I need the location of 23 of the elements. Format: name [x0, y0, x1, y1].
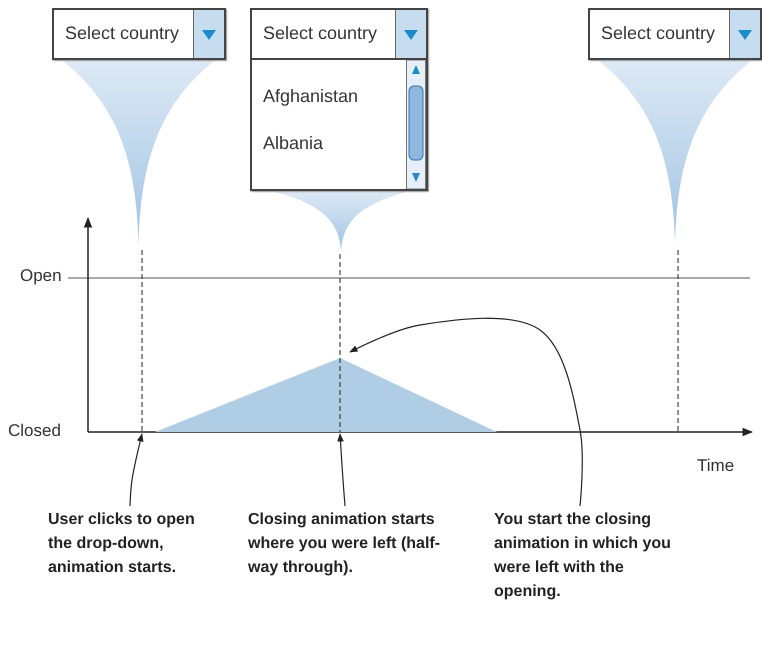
annotation-text: Closing animation starts where you were left (half-way through).	[248, 508, 448, 582]
dropdown-label: Select country	[263, 23, 378, 44]
leader-arrow	[337, 433, 346, 506]
funnel-shape	[272, 191, 410, 251]
dashed-guide-line	[140, 250, 144, 432]
list-item: Albania	[263, 133, 324, 154]
axis-label: Open	[20, 266, 62, 286]
leader-arrow	[349, 318, 583, 506]
axis-label: Closed	[8, 421, 61, 441]
dropdown-field	[250, 8, 428, 60]
annotation-text: User clicks to open the drop-down, animation starts.	[48, 508, 216, 582]
dropdown-label: Select country	[65, 23, 180, 44]
dashed-guide-line	[338, 254, 342, 432]
dropdown-list	[250, 60, 428, 191]
axis-label: Time	[697, 456, 734, 476]
progress-triangle	[155, 358, 497, 432]
dropdown-field	[52, 8, 226, 60]
dropdown-field	[588, 8, 762, 60]
dashed-guide-line	[676, 250, 680, 432]
list-item: Afghanistan	[263, 86, 358, 107]
annotation-text: You start the closing animation in which you were left with the opening.	[494, 508, 674, 606]
leader-arrow	[129, 433, 144, 506]
dropdown-label: Select country	[601, 23, 716, 44]
